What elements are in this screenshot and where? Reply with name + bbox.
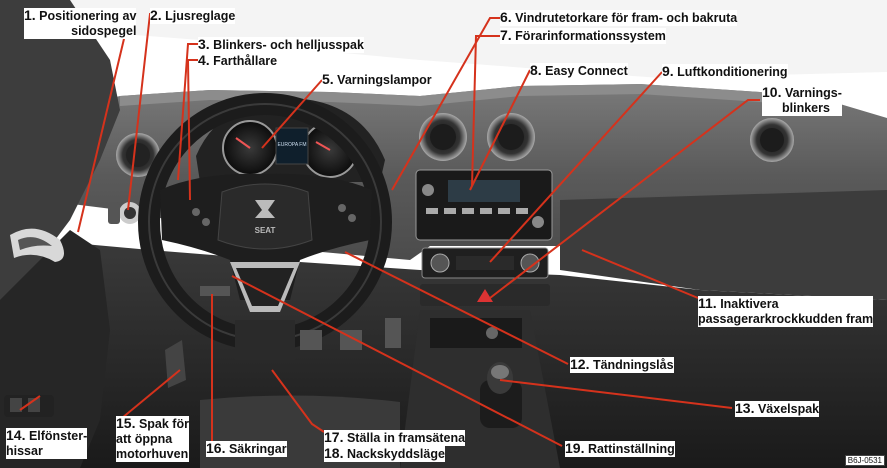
- label-8: 8. Easy Connect: [530, 63, 628, 79]
- label-15-text: Spak för: [138, 417, 189, 431]
- leader-6: [391, 17, 500, 191]
- label-18-text: Nackskyddsläge: [346, 447, 445, 461]
- label-7-number: 7.: [500, 27, 512, 43]
- leader-3: [177, 43, 198, 181]
- label-9-number: 9.: [662, 63, 674, 79]
- label-12-number: 12.: [570, 356, 590, 372]
- label-6: 6. Vindrutetorkare för fram- och bakruta: [500, 9, 738, 26]
- label-2-number: 2.: [150, 7, 162, 23]
- label-7: 7. Förarinformationssystem: [500, 28, 666, 44]
- label-12-text: Tändningslås: [592, 358, 674, 372]
- label-15-number: 15.: [116, 415, 136, 431]
- leader-15: [121, 369, 181, 419]
- label-19: 19. Rattinställning: [565, 441, 675, 457]
- label-11-number: 11.: [698, 295, 717, 311]
- leader-9: [489, 71, 663, 263]
- label-5-text: Varningslampor: [337, 73, 432, 87]
- leader-10: [489, 99, 760, 299]
- label-14-number: 14.: [6, 427, 26, 443]
- label-6-number: 6.: [500, 9, 512, 25]
- leader-1: [77, 21, 129, 233]
- label-11-text-line2: passagerarkrockkudden fram: [698, 312, 874, 326]
- cluster-display-text: EUROPA FM: [277, 142, 306, 148]
- label-11-text: Inaktivera: [720, 297, 779, 311]
- label-16-number: 16.: [206, 440, 226, 456]
- label-11: 11. Inaktivera passagerarkrockkudden fra…: [698, 295, 874, 327]
- leader-17: [271, 369, 325, 433]
- leader-13: [499, 379, 733, 409]
- leader-7: [471, 35, 500, 187]
- label-14: 14. Elfönster- hissar: [6, 427, 88, 459]
- label-3-number: 3.: [198, 36, 210, 52]
- label-18: 18. Nackskyddsläge: [324, 446, 445, 462]
- leader-12: [344, 251, 569, 365]
- label-14-text-line2: hissar: [6, 444, 43, 458]
- leader-11: [581, 249, 699, 299]
- label-5-number: 5.: [322, 71, 334, 87]
- label-13-number: 13.: [735, 400, 755, 416]
- label-5: 5. Varningslampor: [322, 72, 432, 88]
- label-1-number: 1.: [24, 7, 36, 23]
- label-9-text: Luftkonditionering: [677, 65, 788, 79]
- label-16-text: Säkringar: [228, 442, 287, 456]
- label-4-number: 4.: [198, 52, 210, 68]
- label-15-text-line3: motorhuven: [116, 447, 189, 461]
- label-8-text: Easy Connect: [545, 64, 628, 78]
- leader-19: [231, 275, 563, 447]
- label-3-text: Blinkers- och helljusspak: [213, 38, 364, 52]
- leader-4: [186, 59, 198, 201]
- label-14-text: Elfönster-: [28, 429, 88, 443]
- label-10: 10. Varnings- blinkers: [762, 85, 842, 116]
- label-1-text: Positionering av: [39, 9, 137, 23]
- leader-8: [469, 69, 531, 191]
- label-17-number: 17.: [324, 429, 344, 445]
- label-10-text-line2: blinkers: [782, 101, 830, 115]
- label-4: 4. Farthållare: [198, 52, 278, 69]
- label-19-text: Rattinställning: [587, 442, 675, 456]
- label-10-number: 10.: [762, 84, 782, 100]
- leader-14: [19, 395, 41, 411]
- label-6-text: Vindrutetorkare för fram- och bakruta: [515, 11, 738, 25]
- label-1-text-line2: sidospegel: [71, 24, 137, 38]
- leader-5: [261, 79, 323, 149]
- label-17: 17. Ställa in framsätena: [324, 429, 466, 446]
- label-2: 2. Ljusreglage: [150, 7, 236, 24]
- steering-logo: SEAT: [255, 226, 276, 235]
- label-4-text: Farthållare: [213, 54, 278, 68]
- label-18-number: 18.: [324, 445, 344, 461]
- label-8-number: 8.: [530, 62, 542, 78]
- label-13-text: Växelspak: [757, 402, 820, 416]
- label-3: 3. Blinkers- och helljusspak: [198, 37, 364, 53]
- label-7-text: Förarinformationssystem: [515, 29, 666, 43]
- label-12: 12. Tändningslås: [570, 357, 674, 373]
- label-9: 9. Luftkonditionering: [662, 64, 788, 80]
- label-15-text-line2: att öppna: [116, 432, 173, 446]
- label-15: 15. Spak för att öppna motorhuven: [116, 416, 189, 462]
- label-19-number: 19.: [565, 440, 585, 456]
- figure-code: B6J-0531: [844, 455, 885, 466]
- label-13: 13. Växelspak: [735, 400, 820, 417]
- label-17-text: Ställa in framsätena: [346, 431, 466, 445]
- label-2-text: Ljusreglage: [165, 9, 236, 23]
- label-10-text: Varnings-: [784, 86, 842, 100]
- label-16: 16. Säkringar: [206, 441, 287, 457]
- label-1: 1. Positionering av sidospegel: [24, 7, 137, 39]
